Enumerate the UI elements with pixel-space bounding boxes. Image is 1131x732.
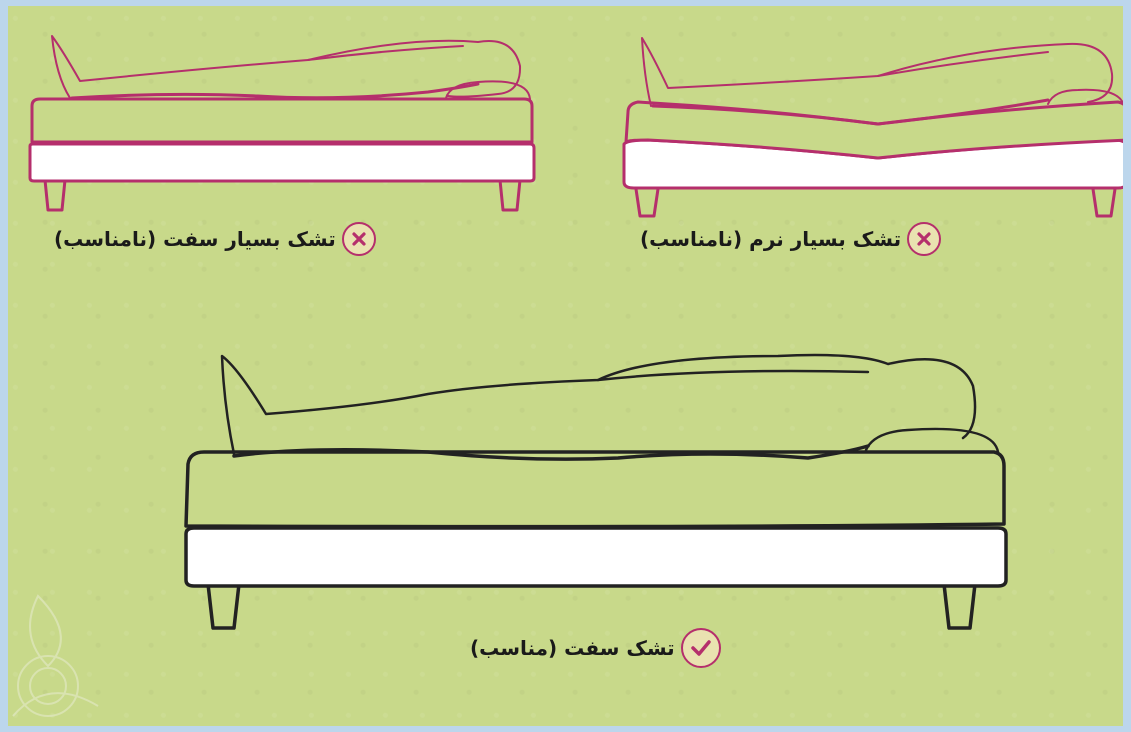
mattress-top [32,99,532,142]
body-back [598,371,868,380]
bed-leg-left [636,189,658,216]
bed-too-soft [624,38,1123,216]
illustration-frame: تشک بسیار سفت (نامناسب) تشک بسیار نرم (ن… [8,6,1123,726]
caption-label: تشک سفت (مناسب) [470,636,675,660]
caption-label: تشک بسیار سفت (نامناسب) [54,227,336,251]
caption-too-soft: تشک بسیار نرم (نامناسب) [640,222,941,256]
body-outline [222,355,975,454]
ornament-icon [8,566,118,726]
cross-icon [342,222,376,256]
mattress-base [186,528,1006,586]
caption-label: تشک بسیار نرم (نامناسب) [640,227,901,251]
cross-icon [907,222,941,256]
mattress-illustration [8,6,1123,726]
caption-too-firm: تشک بسیار سفت (نامناسب) [54,222,376,256]
bed-firm [186,355,1006,628]
body-outline [642,38,1112,106]
bed-leg-left [45,180,65,210]
mattress-base [30,144,534,181]
bed-leg-right [944,584,975,628]
body-underside [72,84,478,98]
body-back [308,46,463,60]
bed-leg-right [500,180,520,210]
caption-firm: تشک سفت (مناسب) [470,628,721,668]
check-icon [681,628,721,668]
mattress-top [186,452,1004,527]
pillow [866,429,998,452]
bed-too-firm [30,36,534,210]
bed-leg-right [1093,189,1115,216]
bed-leg-left [208,584,239,628]
